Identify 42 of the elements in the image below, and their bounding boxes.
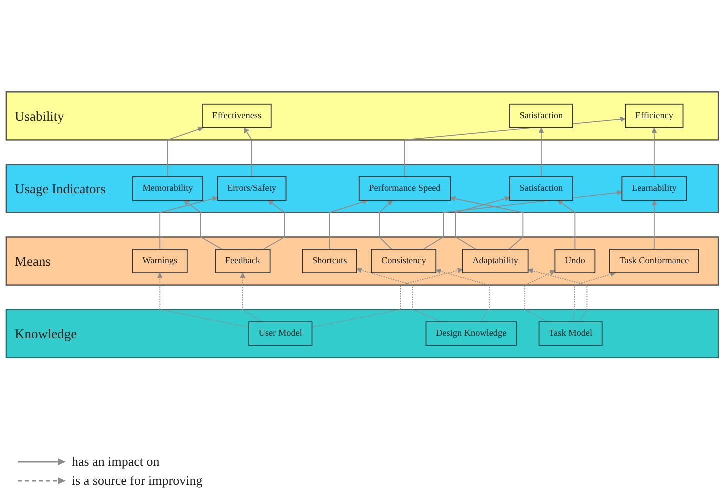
legend-text: has an impact on [72, 454, 160, 470]
arrow [263, 200, 286, 250]
arrow [312, 268, 464, 328]
legend-text: is a source for improving [72, 472, 203, 488]
node-box: Effectiveness [202, 104, 272, 128]
arrow [652, 128, 658, 178]
node-box: Satisfaction [510, 176, 574, 201]
arrow [528, 268, 588, 322]
arrow [455, 196, 510, 250]
arrow [168, 127, 204, 178]
node-box: User Model [248, 322, 313, 346]
arrow [379, 200, 393, 250]
node-box: Task Model [538, 322, 603, 346]
arrow [329, 199, 368, 250]
arrow [157, 272, 250, 328]
node-box: Learnability [622, 176, 688, 201]
arrow [184, 200, 223, 250]
arrow [436, 269, 490, 322]
node-box: Feedback [215, 249, 271, 274]
node-box: Task Conformance [609, 249, 700, 274]
arrow [244, 128, 252, 178]
node-box: Consistency [371, 249, 437, 274]
node-box: Memorability [132, 176, 204, 201]
arrow [240, 272, 263, 322]
node-box: Adaptability [462, 249, 529, 274]
node-box: Undo [554, 249, 596, 274]
arrow [160, 196, 218, 250]
node-box: Errors/Safety [217, 176, 287, 201]
arrow [572, 272, 616, 322]
node-box: Performance Speed [358, 176, 452, 201]
arrow [538, 128, 544, 178]
arrow [524, 270, 556, 322]
node-box: Warnings [132, 249, 188, 274]
arrow [356, 268, 444, 322]
node-box: Satisfaction [510, 104, 574, 128]
node-box: Efficiency [625, 104, 684, 128]
node-box: Design Knowledge [426, 322, 517, 346]
arrow [652, 200, 658, 250]
arrow [450, 196, 524, 250]
arrow [422, 190, 622, 250]
node-box: Shortcuts [302, 249, 358, 274]
arrow [558, 200, 576, 250]
